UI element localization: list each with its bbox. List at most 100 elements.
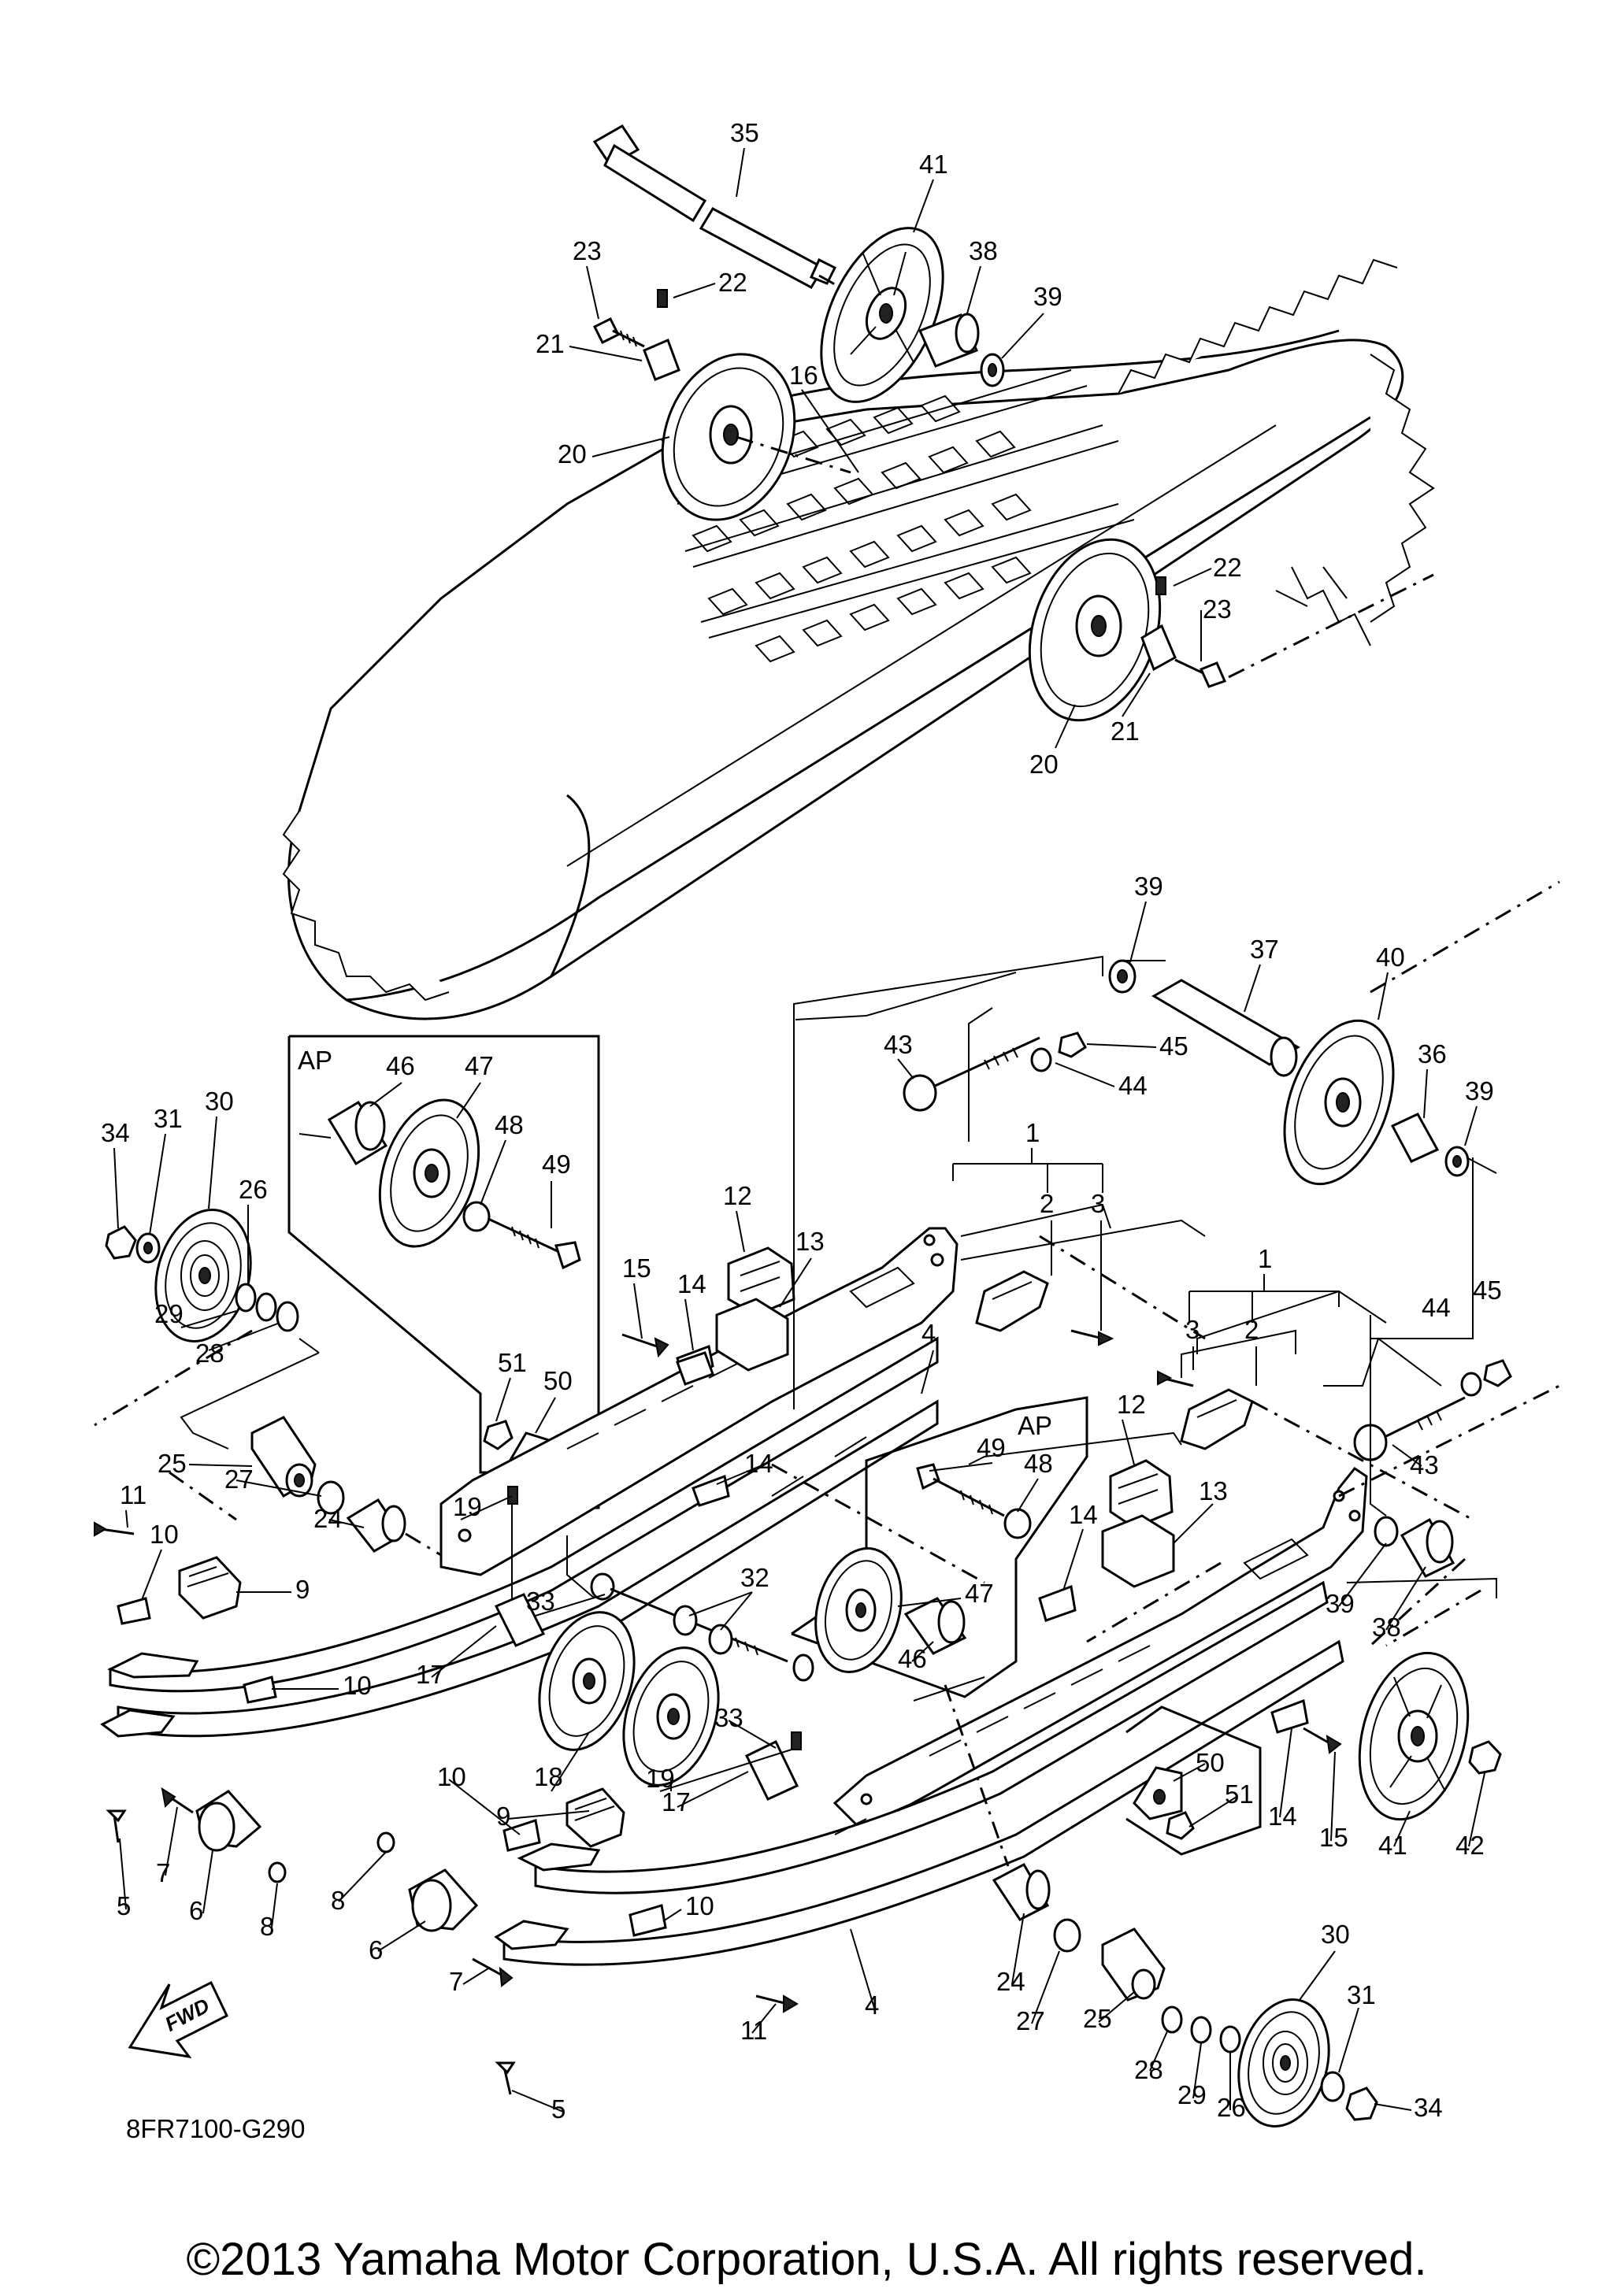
callout-25-left: 25 bbox=[158, 1449, 187, 1478]
callout-6-b: 6 bbox=[369, 1935, 383, 1965]
callout-50-right: 50 bbox=[1196, 1748, 1225, 1777]
screw-5-a bbox=[106, 1809, 127, 1843]
washer-48-right bbox=[1003, 1508, 1032, 1539]
callout-23-top: 23 bbox=[573, 236, 602, 265]
ap-label-left: AP bbox=[298, 1046, 332, 1075]
callout-2-right: 2 bbox=[1244, 1315, 1259, 1344]
callout-35: 35 bbox=[730, 118, 759, 147]
nut-45-upper bbox=[1058, 1031, 1087, 1058]
clip-14-right-a bbox=[1038, 1584, 1077, 1622]
callout-26-right: 26 bbox=[1217, 2093, 1246, 2122]
callout-28-left: 28 bbox=[195, 1339, 224, 1368]
bolt-23-upper bbox=[592, 317, 645, 348]
callout-41-top: 41 bbox=[919, 150, 948, 179]
washer-8-b bbox=[268, 1861, 287, 1883]
rivet-15-left bbox=[621, 1333, 669, 1358]
collar-36 bbox=[1390, 1113, 1440, 1163]
collar-46-right bbox=[903, 1597, 967, 1655]
callout-50-left: 50 bbox=[543, 1366, 573, 1395]
nut-45-right bbox=[1483, 1359, 1512, 1387]
callout-43-top: 43 bbox=[884, 1030, 913, 1059]
callout-45-top: 45 bbox=[1159, 1031, 1188, 1061]
callout-39-mid: 39 bbox=[1134, 872, 1163, 901]
callout-42: 42 bbox=[1455, 1831, 1485, 1860]
callout-14-right-b: 14 bbox=[1268, 1802, 1297, 1831]
callout-33-right: 33 bbox=[714, 1703, 743, 1732]
left-slide-rail bbox=[100, 1227, 1114, 1787]
callout-31-left: 31 bbox=[154, 1104, 183, 1133]
callout-11-left: 11 bbox=[120, 1480, 146, 1509]
grease-fitting-22-lower bbox=[1155, 576, 1166, 595]
callout-15-right: 15 bbox=[1319, 1823, 1348, 1852]
idler-wheel-41-lower bbox=[1358, 1651, 1470, 1821]
nut-34-left bbox=[105, 1225, 137, 1260]
callout-21-top: 21 bbox=[536, 329, 565, 358]
callout-18: 18 bbox=[534, 1762, 563, 1791]
callout-47-left: 47 bbox=[465, 1051, 494, 1080]
callout-28-right: 28 bbox=[1134, 2055, 1163, 2084]
callout-14-right-a: 14 bbox=[1069, 1500, 1098, 1529]
bolt-49-left bbox=[488, 1217, 581, 1270]
callout-1-left: 1 bbox=[1025, 1118, 1040, 1147]
callout-13-left: 13 bbox=[795, 1227, 825, 1256]
collar-38-lower bbox=[1400, 1517, 1455, 1578]
callout-9-left: 9 bbox=[295, 1575, 310, 1604]
nut-34-right bbox=[1345, 2087, 1378, 2121]
bracket-13-left bbox=[715, 1298, 789, 1372]
callout-12-right: 12 bbox=[1117, 1390, 1146, 1419]
leader-lines bbox=[113, 147, 1485, 2113]
bracket-50-right bbox=[1133, 1766, 1183, 1820]
nut-51-left bbox=[483, 1420, 514, 1450]
callout-29-left: 29 bbox=[154, 1299, 184, 1328]
washer-39-lower bbox=[1374, 1516, 1399, 1547]
fwd-arrow: FWD bbox=[128, 1980, 228, 2059]
callout-1-right: 1 bbox=[1258, 1244, 1272, 1273]
callout-36: 36 bbox=[1418, 1039, 1447, 1068]
callout-30-right: 30 bbox=[1321, 1920, 1350, 1949]
callout-10-left-b: 10 bbox=[343, 1671, 372, 1700]
shaft-37 bbox=[1151, 979, 1300, 1077]
clip-10-c bbox=[502, 1819, 541, 1852]
circlip-26-left bbox=[235, 1283, 257, 1313]
collar-17-right bbox=[744, 1739, 799, 1801]
callout-21-mid: 21 bbox=[1111, 717, 1140, 746]
bolt-23-lower bbox=[1174, 658, 1227, 688]
callout-4-right: 4 bbox=[865, 1990, 879, 2020]
wheel-30-left bbox=[154, 1209, 252, 1342]
ring-29-left bbox=[255, 1292, 277, 1322]
washer-27-right bbox=[1053, 1918, 1081, 1953]
assembly-lines bbox=[94, 880, 1560, 1867]
callout-48-right: 48 bbox=[1024, 1449, 1053, 1478]
slider-9-left bbox=[178, 1556, 242, 1620]
bracket-2-right bbox=[1180, 1388, 1254, 1450]
callout-6-a: 6 bbox=[189, 1896, 203, 1925]
collar-38-top bbox=[918, 313, 980, 368]
callout-39-lower: 39 bbox=[1326, 1589, 1355, 1618]
o-ring-28-right bbox=[1161, 2005, 1183, 2034]
rivet-3-left bbox=[1070, 1329, 1114, 1346]
washer-8-a bbox=[376, 1831, 395, 1853]
callout-2-left: 2 bbox=[1040, 1189, 1054, 1218]
callout-26-left: 26 bbox=[239, 1175, 268, 1204]
rivet-11-a bbox=[94, 1521, 135, 1537]
collar-32-b bbox=[708, 1624, 733, 1655]
wheel-47-left bbox=[378, 1098, 480, 1248]
callout-25-right: 25 bbox=[1083, 2004, 1112, 2033]
callout-31-right: 31 bbox=[1347, 1980, 1376, 2009]
collar-21-upper bbox=[643, 338, 680, 381]
o-ring-28-left bbox=[276, 1301, 299, 1332]
bolt-33-left bbox=[590, 1572, 615, 1601]
callout-9-right: 9 bbox=[496, 1802, 510, 1831]
idler-wheel-40 bbox=[1283, 1019, 1395, 1186]
bumper-12-right bbox=[1109, 1459, 1174, 1529]
cap-24-right bbox=[992, 1863, 1051, 1921]
rear-lower-axle-group bbox=[903, 959, 1497, 1186]
ring-29-right bbox=[1190, 2016, 1212, 2044]
collar-21-lower bbox=[1140, 624, 1177, 672]
nut-51-right bbox=[1166, 1811, 1195, 1840]
callout-39-top: 39 bbox=[1033, 282, 1062, 311]
cap-6-b bbox=[408, 1868, 479, 1932]
callout-43-right: 43 bbox=[1410, 1450, 1439, 1479]
callout-3-left: 3 bbox=[1091, 1189, 1105, 1218]
